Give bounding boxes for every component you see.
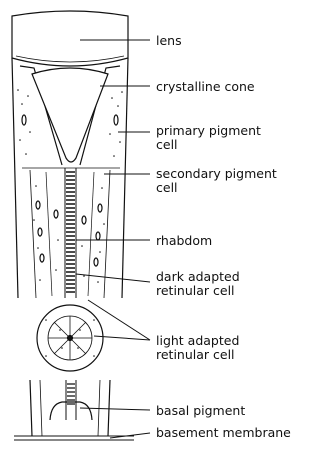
outer-wall-right [122, 58, 128, 298]
base-wall-right [108, 380, 110, 436]
label-lens: lens [156, 34, 182, 47]
leader-dark-adapted [76, 274, 150, 282]
label-rhabdom: rhabdom [156, 234, 212, 247]
label-primary-pigment-line1: primary pigment [156, 124, 261, 137]
label-light-adapted-line2: retinular cell [156, 348, 235, 361]
basement-membrane [14, 436, 134, 440]
label-basement-membrane: basement membrane [156, 426, 291, 439]
label-basal-pigment: basal pigment [156, 404, 245, 417]
label-crystalline-cone: crystalline cone [156, 80, 255, 93]
crystalline-cone [32, 68, 108, 162]
leader-basal-pigment [80, 408, 150, 410]
label-dark-adapted-line1: dark adapted [156, 270, 240, 283]
label-dark-adapted-line2: retinular cell [156, 284, 235, 297]
label-secondary-pigment-line1: secondary pigment [156, 167, 277, 180]
base-wall-left [30, 380, 32, 436]
label-primary-pigment-line2: cell [156, 138, 178, 151]
label-secondary-pigment-line2: cell [156, 181, 178, 194]
outer-wall-left [12, 58, 18, 298]
basal-pigment [50, 402, 92, 420]
lens-shape [12, 11, 128, 66]
label-light-adapted-line1: light adapted [156, 334, 239, 347]
